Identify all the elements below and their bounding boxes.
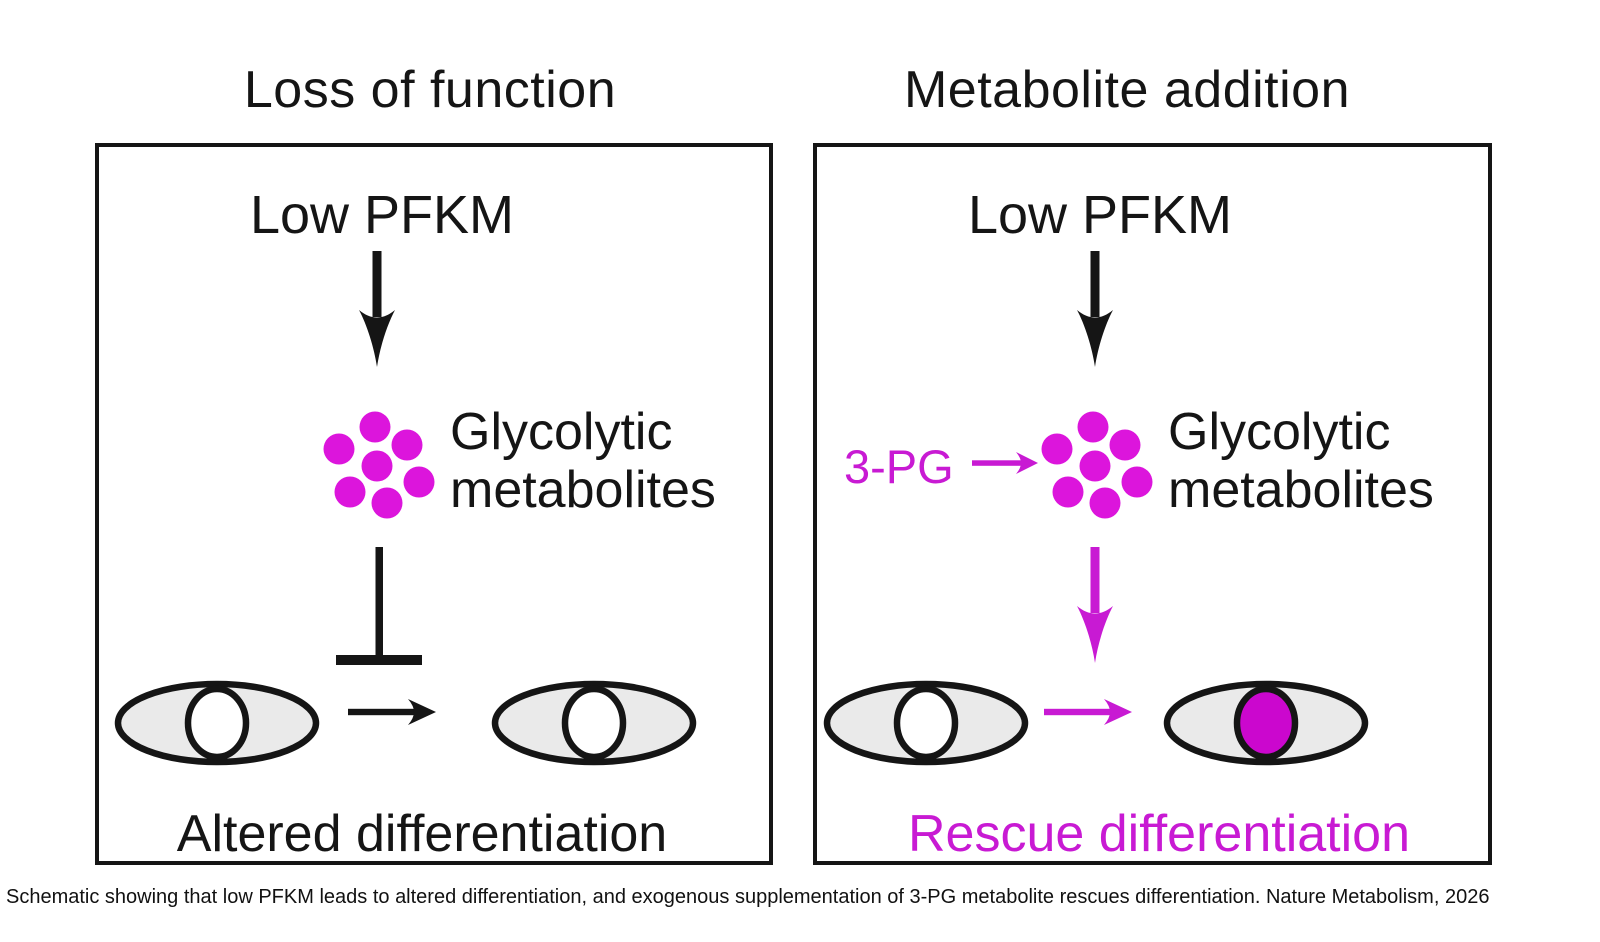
low-pfkm-label: Low PFKM bbox=[249, 185, 515, 245]
metabolite-label-line2: metabolites bbox=[450, 461, 716, 519]
panel-title-loss-of-function: Loss of function bbox=[243, 61, 617, 119]
metabolite-label-line1: Glycolytic bbox=[1168, 403, 1391, 461]
rescue-differentiation-label: Rescue differentiation bbox=[907, 805, 1411, 863]
down-arrow-icon bbox=[1077, 251, 1113, 367]
cell-with-nucleus-icon bbox=[114, 680, 320, 766]
inhibition-tbar-icon bbox=[336, 547, 422, 665]
down-arrow-icon bbox=[1077, 547, 1113, 663]
cell-with-nucleus-icon bbox=[823, 680, 1029, 766]
altered-differentiation-label: Altered differentiation bbox=[176, 805, 668, 863]
panel-loss-of-function: Low PFKM Glycolytic metabolites bbox=[95, 143, 773, 865]
right-arrow-icon bbox=[972, 452, 1038, 474]
right-arrow-icon bbox=[348, 699, 436, 725]
panel-title-metabolite-addition: Metabolite addition bbox=[903, 61, 1351, 119]
down-arrow-icon bbox=[359, 251, 395, 367]
metabolite-label-line1: Glycolytic bbox=[450, 403, 673, 461]
glycolytic-metabolites-label: Glycolytic metabolites bbox=[450, 403, 716, 519]
three-pg-label: 3-PG bbox=[844, 440, 954, 493]
cell-with-nucleus-icon bbox=[491, 680, 697, 766]
panel-metabolite-addition: Low PFKM 3-PG Glycolytic metabolites bbox=[813, 143, 1492, 865]
right-arrow-icon bbox=[1044, 699, 1132, 725]
metabolite-dots-icon bbox=[323, 411, 435, 519]
metabolite-label-line2: metabolites bbox=[1168, 461, 1434, 519]
figure-caption: Schematic showing that low PFKM leads to… bbox=[6, 886, 1490, 908]
low-pfkm-label: Low PFKM bbox=[967, 185, 1233, 245]
metabolite-dots-icon bbox=[1041, 411, 1153, 519]
glycolytic-metabolites-label: Glycolytic metabolites bbox=[1168, 403, 1434, 519]
cell-with-filled-nucleus-icon bbox=[1163, 680, 1369, 766]
